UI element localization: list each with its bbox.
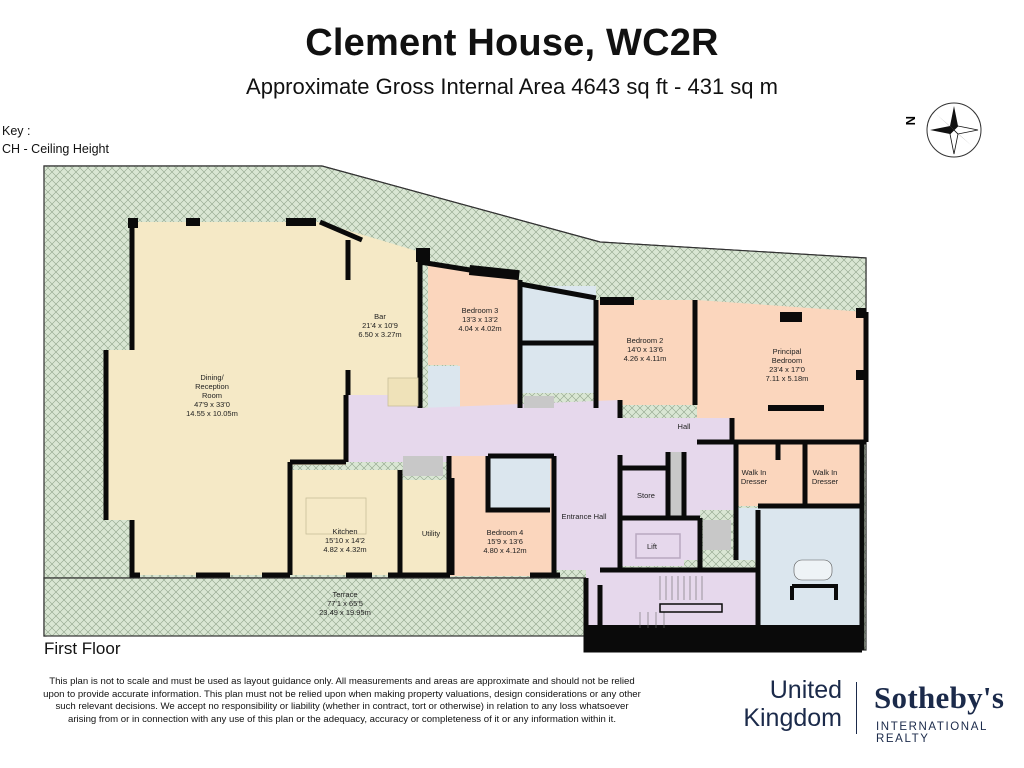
compass: N <box>900 100 984 160</box>
label-entrance-hall: Entrance Hall <box>561 512 606 521</box>
label-kitchen-metric: 4.82 x 4.32m <box>323 545 366 554</box>
logo-divider <box>856 682 857 734</box>
key-heading: Key : <box>2 124 31 138</box>
label-walkin1-name2: Dresser <box>741 477 768 486</box>
label-principal-metric: 7.11 x 5.18m <box>766 374 809 383</box>
label-bar-name: Bar <box>374 312 386 321</box>
room-dining-reception <box>106 222 420 575</box>
room-kitchen <box>290 470 400 575</box>
plan-subtitle: Approximate Gross Internal Area 4643 sq … <box>246 74 778 99</box>
label-dining-imperial: 47'9 x 33'0 <box>194 400 230 409</box>
brand-subtitle: INTERNATIONAL REALTY <box>876 721 988 745</box>
plan-title: Clement House, WC2R <box>305 22 719 64</box>
room-store <box>622 470 668 516</box>
label-utility: Utility <box>422 529 441 538</box>
label-store: Store <box>637 491 655 500</box>
label-walkin2-name: Walk In <box>813 468 838 477</box>
label-principal-name: Principal <box>773 347 802 356</box>
cupboard <box>703 520 731 550</box>
label-bedroom4-name: Bedroom 4 <box>487 528 524 537</box>
label-bedroom4-metric: 4.80 x 4.12m <box>483 546 526 555</box>
region-line-2: Kingdom <box>743 704 842 732</box>
label-walkin1-name: Walk In <box>742 468 767 477</box>
label-bedroom2-name: Bedroom 2 <box>627 336 664 345</box>
label-bedroom3-imperial: 13'3 x 13'2 <box>462 315 498 324</box>
room-ensuite-bed4 <box>488 458 550 510</box>
label-dining-name3: Room <box>202 391 222 400</box>
label-terrace-name: Terrace <box>332 590 357 599</box>
label-bedroom3-name: Bedroom 3 <box>462 306 499 315</box>
label-hall: Hall <box>678 422 691 431</box>
label-lift: Lift <box>647 542 658 551</box>
brand-name: Sotheby's <box>874 680 1005 715</box>
compass-north-label: N <box>903 116 918 125</box>
floor-label: First Floor <box>44 639 121 658</box>
label-bedroom4-imperial: 15'9 x 13'6 <box>487 537 523 546</box>
room-utility <box>402 480 452 575</box>
label-bar-metric: 6.50 x 3.27m <box>358 330 401 339</box>
room-entrance-hall <box>554 455 620 570</box>
label-dining-name: Dining/ <box>200 373 224 382</box>
label-bar-imperial: 21'4 x 10'9 <box>362 321 398 330</box>
room-walk-in-dresser-2 <box>805 444 861 506</box>
room-walk-in-dresser-1 <box>736 444 778 506</box>
room-wc-bed3 <box>428 366 460 408</box>
cupboard <box>403 456 443 476</box>
key-legend: Key : CH - Ceiling Height <box>2 122 109 158</box>
cupboard <box>524 396 554 408</box>
disclaimer: This plan is not to scale and must be us… <box>43 676 641 725</box>
label-principal-name2: Bedroom <box>772 356 802 365</box>
label-walkin2-name2: Dresser <box>812 477 839 486</box>
region-name: United Kingdom <box>734 676 842 732</box>
label-dining-name2: Reception <box>195 382 229 391</box>
room-bedroom-3 <box>428 262 520 408</box>
label-kitchen-imperial: 15'10 x 14'2 <box>325 536 365 545</box>
brand-logo: United Kingdom Sotheby's INTERNATIONAL R… <box>730 676 1024 746</box>
label-bedroom2-metric: 4.26 x 4.11m <box>624 354 667 363</box>
key-item: CH - Ceiling Height <box>2 142 109 156</box>
walls <box>103 219 869 653</box>
label-dining-metric: 14.55 x 10.05m <box>186 409 238 418</box>
room-ensuite-2 <box>522 345 598 393</box>
label-bedroom3-metric: 4.04 x 4.02m <box>458 324 501 333</box>
label-principal-imperial: 23'4 x 17'0 <box>769 365 805 374</box>
room-bedroom-2 <box>598 300 695 405</box>
label-bedroom2-imperial: 14'0 x 13'6 <box>627 345 663 354</box>
room-hall <box>346 395 736 636</box>
label-terrace-metric: 23.49 x 19.95m <box>319 608 371 617</box>
cupboard <box>668 452 684 518</box>
stairs <box>639 576 703 628</box>
region-line-1: United <box>769 676 842 704</box>
compass-rose-icon: N <box>903 102 982 158</box>
label-terrace-imperial: 77'1 x 65'5 <box>327 599 363 608</box>
label-kitchen-name: Kitchen <box>332 527 357 536</box>
